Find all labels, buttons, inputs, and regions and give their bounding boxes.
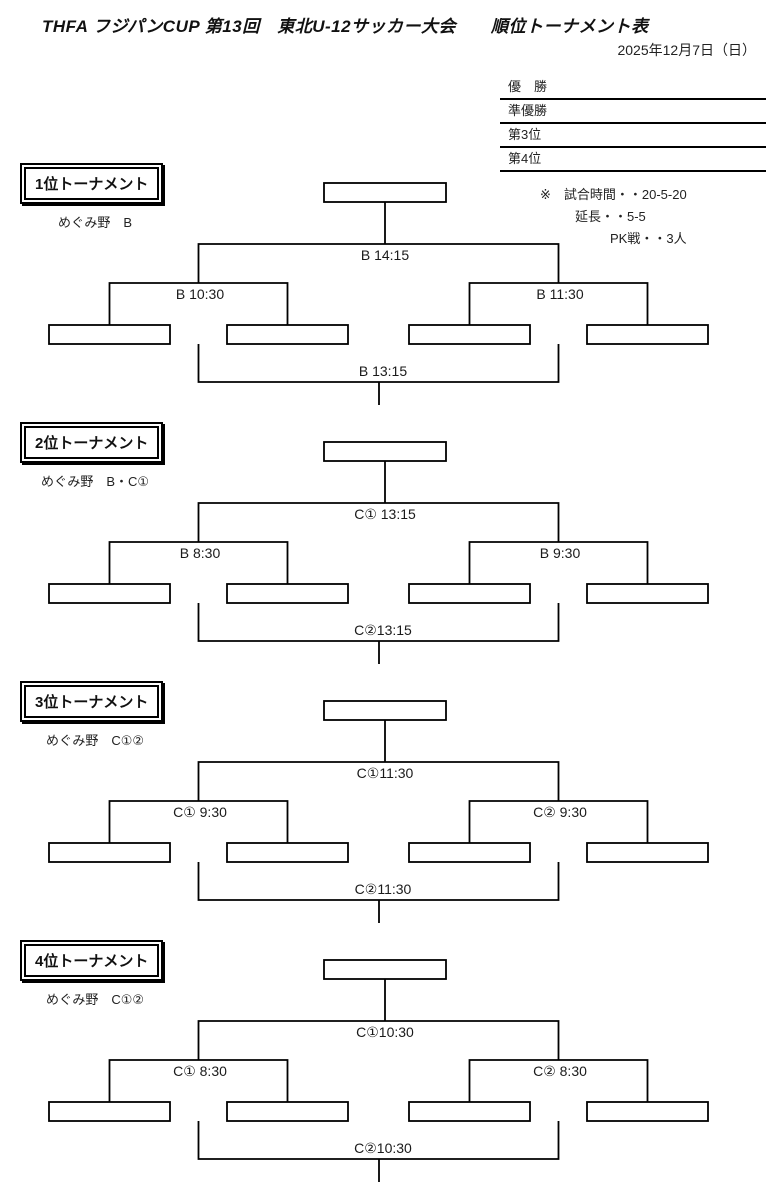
- team-box-1: [48, 583, 171, 604]
- semifinal-left-label: B 8:30: [179, 545, 221, 561]
- team-box-1: [48, 842, 171, 863]
- bracket-diagram-4: [48, 959, 709, 1182]
- team-box-1: [48, 1101, 171, 1122]
- team-box-3: [408, 324, 531, 345]
- bracket-diagram-3: [48, 700, 709, 923]
- consolation-match-label: C②11:30: [354, 881, 412, 897]
- semifinal-left-line: [108, 800, 289, 843]
- final-bracket-line: [197, 502, 560, 542]
- winner-box: [323, 441, 447, 462]
- semifinal-left-line: [108, 541, 289, 584]
- team-box-4: [586, 583, 709, 604]
- tournament-section-3: 3位トーナメント めぐみ野 C①② C①11:30 C① 9:30 C② 9:3…: [0, 681, 768, 940]
- team-box-1: [48, 324, 171, 345]
- result-row-runner-up: 準優勝: [500, 100, 766, 124]
- result-row-fourth-place: 第4位: [500, 148, 766, 172]
- team-box-4: [586, 1101, 709, 1122]
- bracket-diagram-1: [48, 182, 709, 405]
- bracket-diagram-2: [48, 441, 709, 664]
- team-box-4: [586, 842, 709, 863]
- final-match-label: C① 13:15: [354, 506, 416, 522]
- tournament-section-2: 2位トーナメント めぐみ野 B・C① C① 13:15 B 8:30 B 9:3…: [0, 422, 768, 681]
- note-extra-time: 延長・・5-5: [575, 209, 646, 224]
- tournament-1-header-box: 1位トーナメント: [20, 163, 164, 204]
- winner-box: [323, 700, 447, 721]
- semifinal-right-line: [468, 282, 649, 325]
- team-box-3: [408, 1101, 531, 1122]
- semifinal-right-label: C② 8:30: [533, 1063, 587, 1079]
- results-table: 優 勝 準優勝 第3位 第4位: [500, 76, 766, 172]
- final-bracket-line: [197, 1020, 560, 1060]
- semifinal-left-label: C① 9:30: [173, 804, 227, 820]
- tournament-4-header-box: 4位トーナメント: [20, 940, 164, 981]
- consolation-match-label: B 13:15: [358, 363, 408, 379]
- note-match-time: ※ 試合時間・・20-5-20: [540, 187, 687, 202]
- semifinal-right-line: [468, 541, 649, 584]
- result-row-third-place: 第3位: [500, 124, 766, 148]
- winner-box: [323, 959, 447, 980]
- final-bracket-line: [197, 243, 560, 283]
- semifinal-left-line: [108, 282, 289, 325]
- page-title: THFA フジパンCUP 第13回 東北U-12サッカー大会 順位トーナメント表: [42, 17, 649, 36]
- semifinal-left-label: B 10:30: [175, 286, 225, 302]
- note-pk-rule: PK戦・・3人: [610, 231, 687, 246]
- final-bracket-line: [197, 761, 560, 801]
- semifinal-right-label: B 9:30: [539, 545, 581, 561]
- team-box-2: [226, 1101, 349, 1122]
- tournament-2-header-label: 2位トーナメント: [24, 426, 160, 459]
- final-match-label: B 14:15: [360, 247, 410, 263]
- semifinal-right-label: C② 9:30: [533, 804, 587, 820]
- semifinal-right-label: B 11:30: [536, 286, 584, 302]
- semifinal-left-label: C① 8:30: [173, 1063, 227, 1079]
- tournament-4-subtitle: めぐみ野 C①②: [45, 992, 145, 1007]
- tournament-2-subtitle: めぐみ野 B・C①: [40, 474, 150, 489]
- winner-box: [323, 182, 447, 203]
- tournament-1-header-label: 1位トーナメント: [24, 167, 160, 200]
- tournament-3-subtitle: めぐみ野 C①②: [45, 733, 145, 748]
- final-match-label: C①10:30: [356, 1024, 414, 1040]
- team-box-2: [226, 842, 349, 863]
- tournament-section-4: 4位トーナメント めぐみ野 C①② C①10:30 C① 8:30 C② 8:3…: [0, 940, 768, 1199]
- team-box-3: [408, 842, 531, 863]
- semifinal-right-line: [468, 800, 649, 843]
- semifinal-left-line: [108, 1059, 289, 1102]
- consolation-match-label: C②10:30: [354, 1140, 412, 1156]
- semifinal-right-line: [468, 1059, 649, 1102]
- tournament-section-1: 1位トーナメント めぐみ野 B B 14:15 B 10:30 B 11:30 …: [0, 163, 768, 422]
- result-row-champion: 優 勝: [500, 76, 766, 100]
- tournament-3-header-box: 3位トーナメント: [20, 681, 164, 722]
- team-box-2: [226, 583, 349, 604]
- tournament-3-header-label: 3位トーナメント: [24, 685, 160, 718]
- tournament-1-subtitle: めぐみ野 B: [57, 215, 133, 230]
- event-date: 2025年12月7日（日）: [617, 42, 756, 58]
- team-box-3: [408, 583, 531, 604]
- tournament-4-header-label: 4位トーナメント: [24, 944, 160, 977]
- final-match-label: C①11:30: [356, 765, 414, 781]
- team-box-4: [586, 324, 709, 345]
- team-box-2: [226, 324, 349, 345]
- tournament-2-header-box: 2位トーナメント: [20, 422, 164, 463]
- consolation-match-label: C②13:15: [354, 622, 412, 638]
